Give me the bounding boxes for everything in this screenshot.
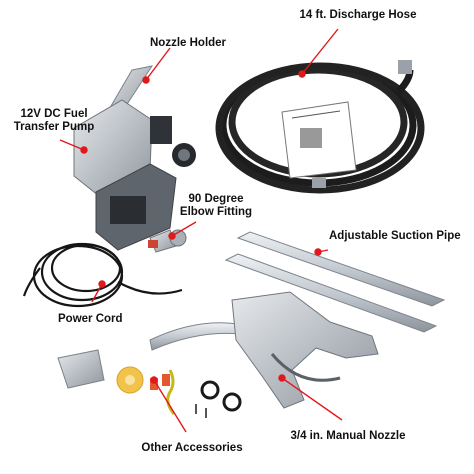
callout-manual-nozzle bbox=[278, 374, 343, 421]
label-elbow-line1: 90 Degree bbox=[188, 193, 244, 205]
label-fuel-pump-line1: 12V DC Fuel bbox=[20, 108, 88, 120]
label-manual-nozzle: 3/4 in. Manual Nozzle bbox=[290, 430, 406, 442]
fuel-transfer-pump bbox=[73, 99, 196, 251]
label-fuel-pump-line2: Transfer Pump bbox=[13, 121, 95, 133]
label-elbow-fitting: 90 Degree Elbow Fitting bbox=[168, 193, 264, 219]
manual-nozzle bbox=[149, 291, 379, 409]
callout-elbow-fitting bbox=[168, 221, 197, 240]
label-power-cord: Power Cord bbox=[58, 313, 123, 325]
callout-suction-pipe bbox=[314, 248, 329, 256]
suction-pipes bbox=[224, 231, 446, 333]
label-nozzle-holder: Nozzle Holder bbox=[150, 37, 227, 49]
hose-fitting-bottom bbox=[312, 178, 326, 188]
power-cord bbox=[22, 242, 183, 308]
callout-fuel-pump bbox=[59, 139, 88, 154]
label-discharge-hose: 14 ft. Discharge Hose bbox=[299, 9, 417, 21]
callout-power-cord bbox=[91, 280, 106, 303]
callout-other-accessories bbox=[150, 376, 187, 433]
callout-nozzle-holder bbox=[142, 47, 171, 84]
other-accessories bbox=[57, 349, 242, 418]
label-elbow-line2: Elbow Fitting bbox=[179, 206, 253, 218]
hose-fitting-top bbox=[398, 60, 412, 74]
label-suction-pipe: Adjustable Suction Pipe bbox=[329, 230, 461, 242]
callout-discharge-hose bbox=[298, 28, 339, 78]
label-fuel-pump: 12V DC Fuel Transfer Pump bbox=[6, 108, 102, 134]
manual-booklet bbox=[281, 101, 357, 179]
label-other-accessories: Other Accessories bbox=[141, 442, 243, 454]
